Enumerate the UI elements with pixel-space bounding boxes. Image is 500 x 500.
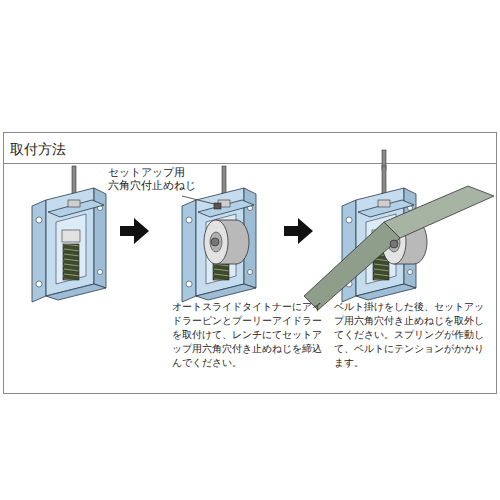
callout-label: セットアップ用 六角穴付止めねじ [108, 166, 202, 192]
step-note: オートスライドタイトナーにアイドラーピンとプーリーアイドラーを取付けて、レンチに… [172, 300, 328, 370]
step-note: ベルト掛けをした後、セットアップ用六角穴付き止めねじを取外してください。スプリン… [334, 300, 492, 370]
section-title: 取付方法 [10, 140, 66, 158]
